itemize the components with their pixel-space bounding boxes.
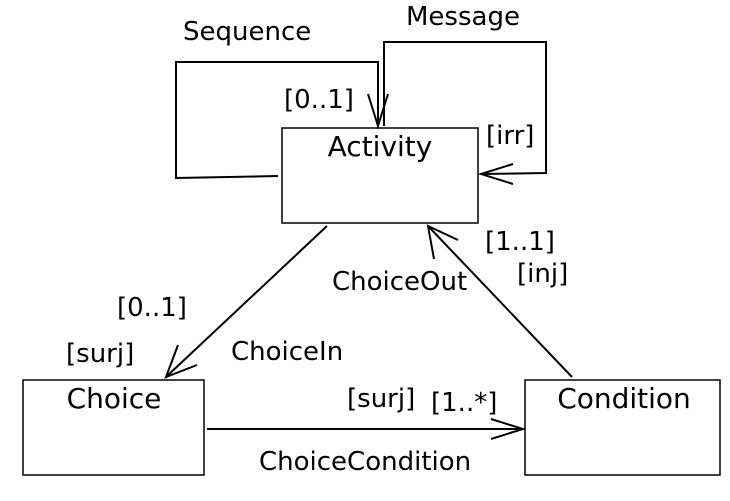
- choice-out-arrowhead: [426, 224, 459, 260]
- message-line: [383, 41, 547, 175]
- choice-condition-arrowhead: [490, 418, 527, 440]
- condition-box: [524, 379, 721, 476]
- choice-out-line: [427, 225, 573, 378]
- message-name: Message: [406, 2, 520, 32]
- choice-in-constraint: [surj]: [66, 339, 134, 369]
- activity-node: Activity: [281, 127, 479, 224]
- message-constraint: [irr]: [486, 121, 534, 151]
- choice-node: Choice: [22, 379, 205, 476]
- activity-box: [281, 127, 479, 224]
- choice-condition-multiplicity: [1..*]: [431, 388, 497, 418]
- sequence-name: Sequence: [183, 17, 311, 47]
- choice-condition-name: ChoiceCondition: [259, 447, 471, 477]
- choice-in-arrowhead: [164, 344, 198, 379]
- activity-label: Activity: [328, 130, 433, 163]
- choice-condition-edge: ChoiceCondition [surj] [1..*]: [207, 384, 527, 477]
- sequence-edge: Sequence [0..1]: [175, 17, 389, 180]
- condition-node: Condition: [524, 379, 721, 476]
- choice-box: [22, 379, 205, 476]
- choice-out-edge: ChoiceOut [1..1] [inj]: [332, 224, 573, 378]
- choice-out-multiplicity: [1..1]: [485, 227, 555, 257]
- choice-condition-constraint: [surj]: [347, 384, 415, 414]
- choice-out-constraint: [inj]: [517, 259, 568, 289]
- choice-label: Choice: [67, 382, 162, 415]
- condition-label: Condition: [557, 382, 691, 415]
- choice-out-name: ChoiceOut: [332, 267, 467, 297]
- message-edge: Message [irr]: [383, 2, 547, 185]
- sequence-multiplicity: [0..1]: [284, 85, 354, 115]
- choice-in-line: [165, 225, 328, 378]
- choice-in-multiplicity: [0..1]: [117, 293, 187, 323]
- choice-in-edge: ChoiceIn [0..1] [surj]: [66, 225, 343, 379]
- sequence-line: [175, 61, 379, 180]
- message-arrowhead: [477, 163, 514, 185]
- choice-in-name: ChoiceIn: [231, 337, 343, 367]
